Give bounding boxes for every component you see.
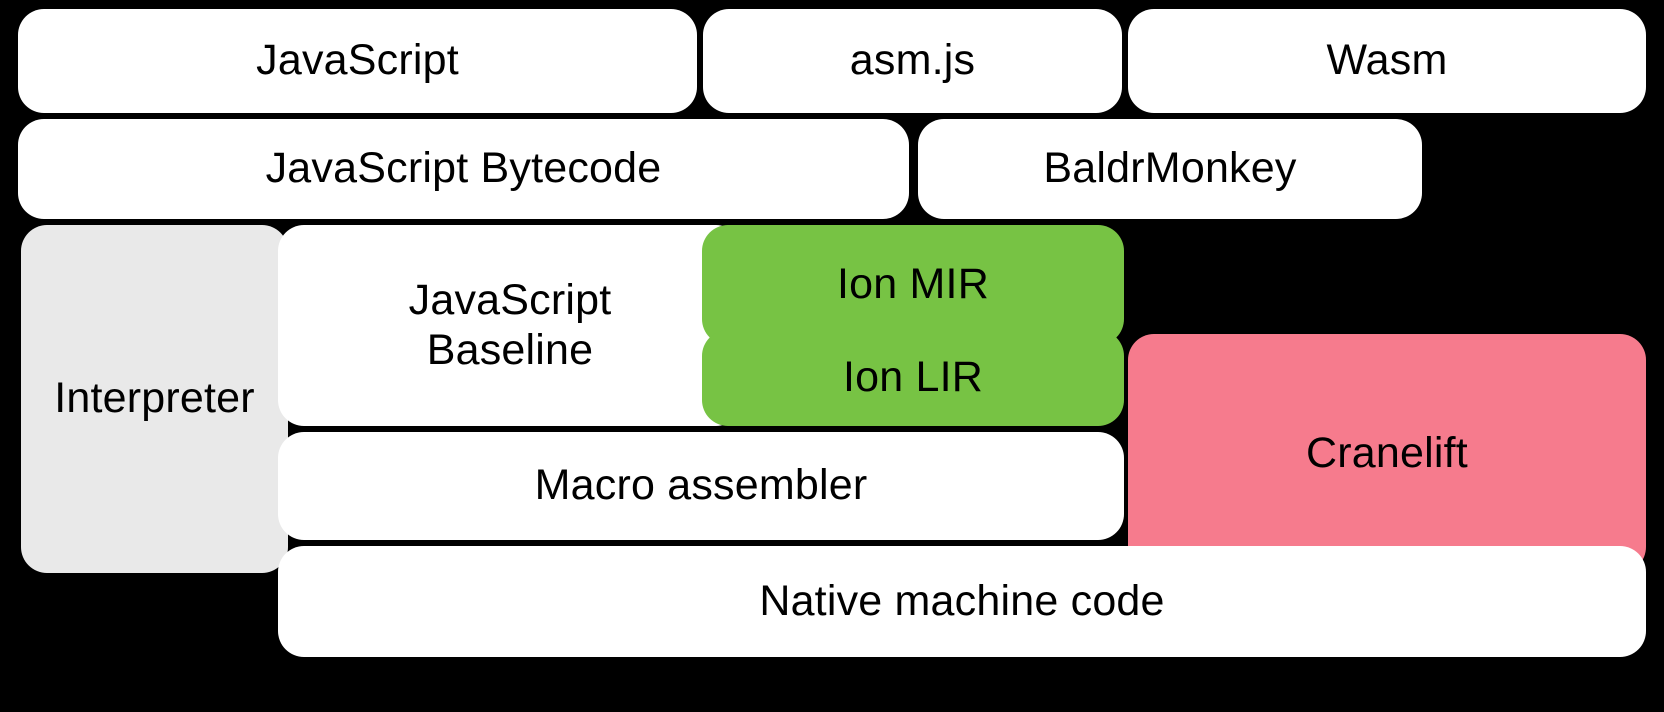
node-javascript[interactable]: JavaScript <box>18 9 697 113</box>
node-native-machine-code[interactable]: Native machine code <box>278 546 1646 657</box>
node-asm-js[interactable]: asm.js <box>703 9 1122 113</box>
node-wasm[interactable]: Wasm <box>1128 9 1646 113</box>
node-baldrmonkey[interactable]: BaldrMonkey <box>918 119 1422 219</box>
node-cranelift[interactable]: Cranelift <box>1128 334 1646 573</box>
node-ion-lir[interactable]: Ion LIR <box>702 330 1124 426</box>
node-macro-assembler[interactable]: Macro assembler <box>278 432 1124 540</box>
node-interpreter[interactable]: Interpreter <box>21 225 288 573</box>
node-javascript-baseline[interactable]: JavaScript Baseline <box>278 225 742 426</box>
node-javascript-bytecode[interactable]: JavaScript Bytecode <box>18 119 909 219</box>
node-ion-mir[interactable]: Ion MIR <box>702 225 1124 345</box>
